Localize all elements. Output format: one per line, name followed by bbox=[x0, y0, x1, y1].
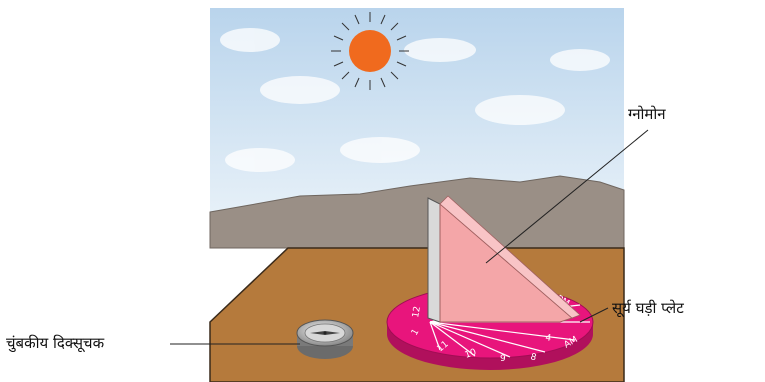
compass-label: चुंबकीय दिक्सूचक bbox=[6, 333, 104, 353]
compass-icon bbox=[297, 320, 353, 359]
gnomon-label: ग्नोमोन bbox=[628, 104, 666, 124]
dial-mark: 9 bbox=[500, 354, 506, 364]
sundial-plate-label: सूर्य घड़ी प्लेट bbox=[612, 298, 684, 318]
dial-mark: 12 bbox=[411, 306, 423, 319]
